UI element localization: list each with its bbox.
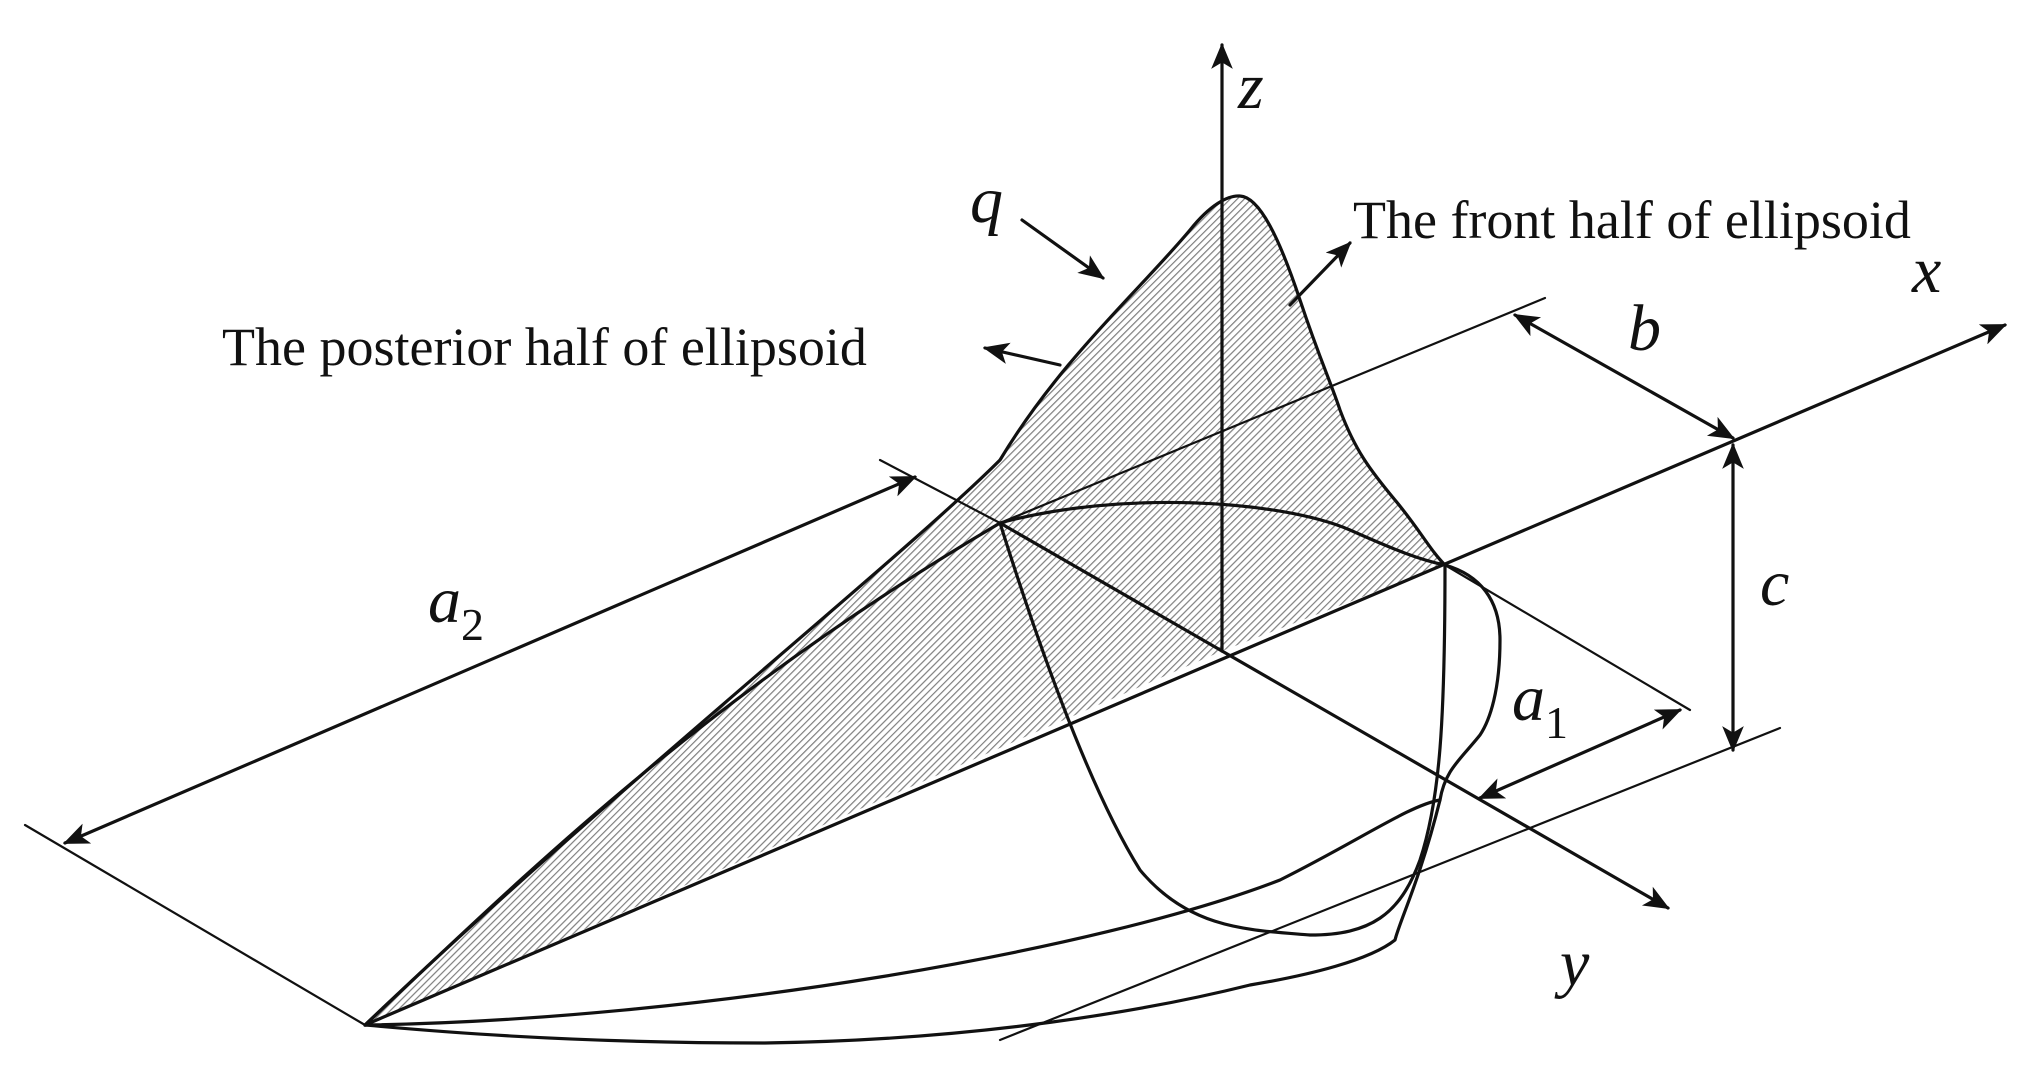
posterior-half-leader-arrow	[982, 342, 1062, 367]
transverse-axis-line	[998, 521, 1224, 653]
a2-label-subscript: 2	[461, 599, 484, 650]
a1-label-subscript: 1	[1545, 697, 1568, 748]
heat-flux-label: q	[970, 164, 1003, 237]
c-extension-line	[998, 726, 1782, 1042]
z-axis-label: z	[1237, 50, 1264, 123]
b-extension-line	[998, 296, 1547, 525]
front-ellipsoid-section	[363, 563, 1502, 1045]
a1-label-base: a	[1512, 662, 1545, 735]
a2-label-base: a	[428, 564, 461, 637]
a1-extension-line	[1443, 563, 1692, 712]
posterior-half-label: The posterior half of ellipsoid	[222, 317, 867, 377]
y-axis-label: y	[1554, 927, 1590, 1000]
c-label: c	[1760, 547, 1789, 620]
front-half-label: The front half of ellipsoid	[1353, 190, 1911, 250]
a2-extension-line	[23, 823, 367, 1027]
ellipsoid-top-contour	[998, 500, 1447, 567]
q-leader-arrow	[1020, 218, 1105, 280]
a2-extension-line-top	[878, 458, 1002, 525]
x-axis	[363, 323, 2007, 1027]
a1-dimension-arrow	[1478, 708, 1682, 800]
front-half-leader-arrow	[1288, 241, 1352, 307]
a1-label: a1	[1512, 662, 1568, 748]
a2-dimension-arrow	[63, 475, 917, 845]
a2-label: a2	[428, 564, 484, 650]
b-dimension-arrow	[1513, 313, 1735, 440]
posterior-ellipsoid-section	[998, 521, 1447, 937]
ellipsoid-bottom-curve	[363, 798, 1442, 1027]
x-axis-label: x	[1911, 234, 1941, 307]
b-label: b	[1628, 292, 1661, 365]
